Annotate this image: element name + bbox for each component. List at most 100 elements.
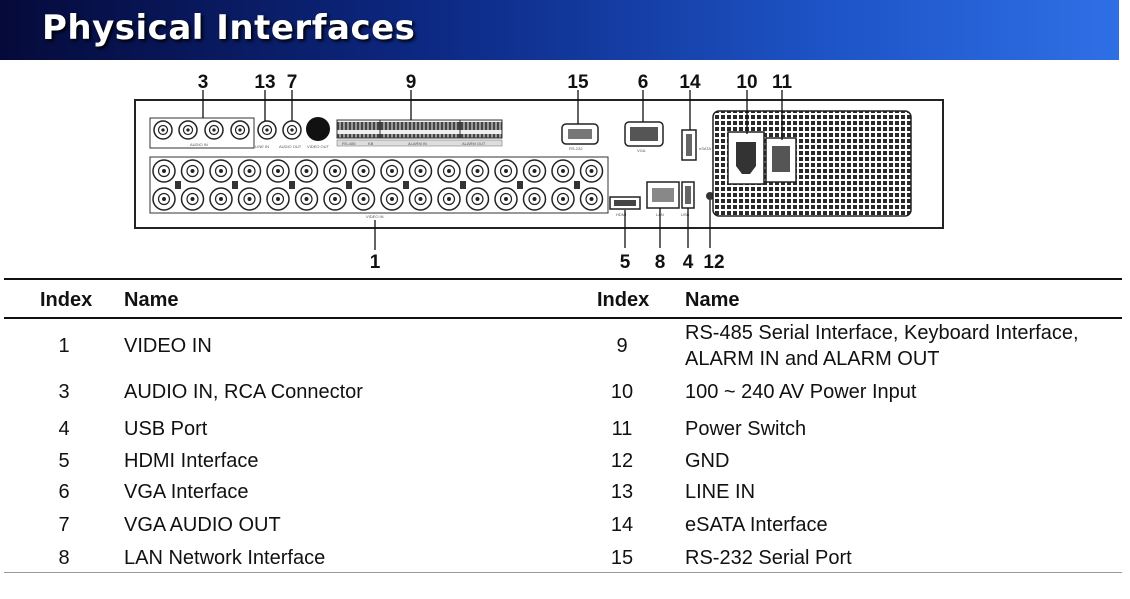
hdmi-label: HDMI: [616, 212, 626, 217]
table-bottom-rule: [4, 572, 1122, 573]
audio-out-label: AUDIO OUT: [279, 144, 302, 149]
video-in-connector: [494, 187, 518, 211]
callout-5: 5: [620, 252, 631, 273]
video-in-connector: [437, 159, 461, 183]
video-in-connector: [408, 187, 433, 211]
video-in-connector: [266, 187, 290, 211]
video-in-connector: [551, 187, 575, 211]
terminal-label-strip: [336, 139, 503, 147]
video-in-connector: [465, 159, 490, 183]
left-row-2-index: 3: [58, 381, 70, 403]
video-in-connector: [266, 159, 290, 183]
left-row-4-index: 5: [58, 450, 70, 472]
left-row-1-name: VIDEO IN: [124, 335, 212, 357]
video-in-channel-marker: [175, 181, 181, 189]
video-in-connector: [294, 187, 319, 211]
kb-label: KB: [368, 141, 374, 146]
video-in-connector: [437, 187, 461, 211]
right-row-4-name: GND: [685, 450, 730, 472]
esata-label: eSATA: [699, 146, 711, 151]
title-banner: Physical Interfaces: [0, 0, 1119, 60]
rs232-label: RS-232: [569, 146, 583, 151]
right-row-3-index: 11: [611, 418, 633, 440]
header-name-left: Name: [124, 289, 179, 311]
video-out-label: VIDEO OUT: [307, 144, 330, 149]
video-in-connector: [380, 159, 404, 183]
left-row-7-name: LAN Network Interface: [124, 547, 326, 569]
left-row-7-index: 8: [58, 547, 70, 569]
video-in-connector: [209, 187, 233, 211]
callout-3: 3: [198, 72, 209, 93]
left-row-5-index: 6: [58, 481, 70, 503]
video-in-connector: [237, 159, 262, 183]
callout-8: 8: [655, 252, 666, 273]
callout-1: 1: [370, 252, 381, 273]
callout-13: 13: [254, 72, 275, 93]
callout-15: 15: [567, 72, 589, 93]
video-in-connector: [465, 187, 490, 211]
audio-in-connector: [204, 120, 224, 140]
video-in-connector: [351, 159, 376, 183]
video-in-connector: [209, 159, 233, 183]
video-in-channel-marker: [289, 181, 295, 189]
line-in-label: LINE IN: [255, 144, 269, 149]
right-row-2-name: 100 ~ 240 AV Power Input: [685, 381, 917, 403]
callout-9: 9: [406, 72, 417, 93]
audio-in-label: AUDIO IN: [190, 142, 208, 147]
video-in-connector: [323, 187, 347, 211]
left-row-3-name: USB Port: [124, 418, 208, 440]
video-in-connector: [351, 187, 376, 211]
left-row-2-name: AUDIO IN, RCA Connector: [124, 381, 363, 403]
left-row-6-index: 7: [58, 514, 70, 536]
header-index-right: Index: [597, 289, 650, 311]
line-in-connector: [257, 120, 277, 140]
callout-11: 11: [772, 72, 793, 93]
video-in-channel-marker: [232, 181, 238, 189]
alarm-in-label: ALARM IN: [408, 141, 427, 146]
video-in-connector: [380, 187, 404, 211]
table-top-rule: [4, 278, 1122, 280]
right-row-3-name: Power Switch: [685, 418, 807, 440]
video-in-channel-marker: [460, 181, 466, 189]
terminal-block: [336, 119, 503, 139]
gnd-terminal: [706, 192, 714, 200]
usb-label: USB: [681, 212, 690, 217]
video-in-label: VIDEO IN: [366, 214, 384, 219]
callout-6: 6: [638, 72, 649, 93]
video-in-connector: [522, 159, 547, 183]
callout-10: 10: [736, 72, 757, 93]
left-row-6-name: VGA AUDIO OUT: [124, 514, 281, 536]
header-name-right: Name: [685, 289, 740, 311]
video-in-connector: [152, 187, 176, 211]
left-row-4-name: HDMI Interface: [124, 450, 259, 472]
audio-in-connectors: [153, 120, 250, 140]
table-header-rule: [4, 317, 1122, 319]
video-in-connector: [323, 159, 347, 183]
callout-4: 4: [683, 252, 694, 273]
left-row-1-index: 1: [58, 335, 70, 357]
alarm-out-label: ALARM OUT: [462, 141, 486, 146]
right-row-6-index: 14: [610, 514, 634, 536]
rear-panel-diagram: AUDIO IN LINE IN AUDIO OUT VIDEO OUT RS-…: [134, 72, 944, 273]
video-in-connector: [579, 187, 604, 211]
video-in-connectors: [152, 159, 604, 211]
video-in-connector: [180, 187, 205, 211]
video-in-channel-marker: [403, 181, 409, 189]
video-in-connector: [294, 159, 319, 183]
right-row-2-index: 10: [610, 381, 634, 403]
callout-14: 14: [679, 72, 701, 93]
vga-label: VGA: [637, 148, 646, 153]
page-title: Physical Interfaces: [42, 8, 416, 48]
video-in-connector: [237, 187, 262, 211]
right-row-1-index: 9: [616, 335, 628, 357]
audio-in-connector: [230, 120, 250, 140]
left-row-5-name: VGA Interface: [124, 481, 249, 503]
audio-in-connector: [178, 120, 198, 140]
right-row-5-index: 13: [610, 481, 634, 503]
video-in-connector: [551, 159, 575, 183]
audio-in-connector: [153, 120, 173, 140]
audio-out-connector: [282, 120, 302, 140]
right-row-5-name: LINE IN: [685, 481, 756, 503]
callout-lines: [202, 90, 783, 250]
video-in-channel-marker: [574, 181, 580, 189]
